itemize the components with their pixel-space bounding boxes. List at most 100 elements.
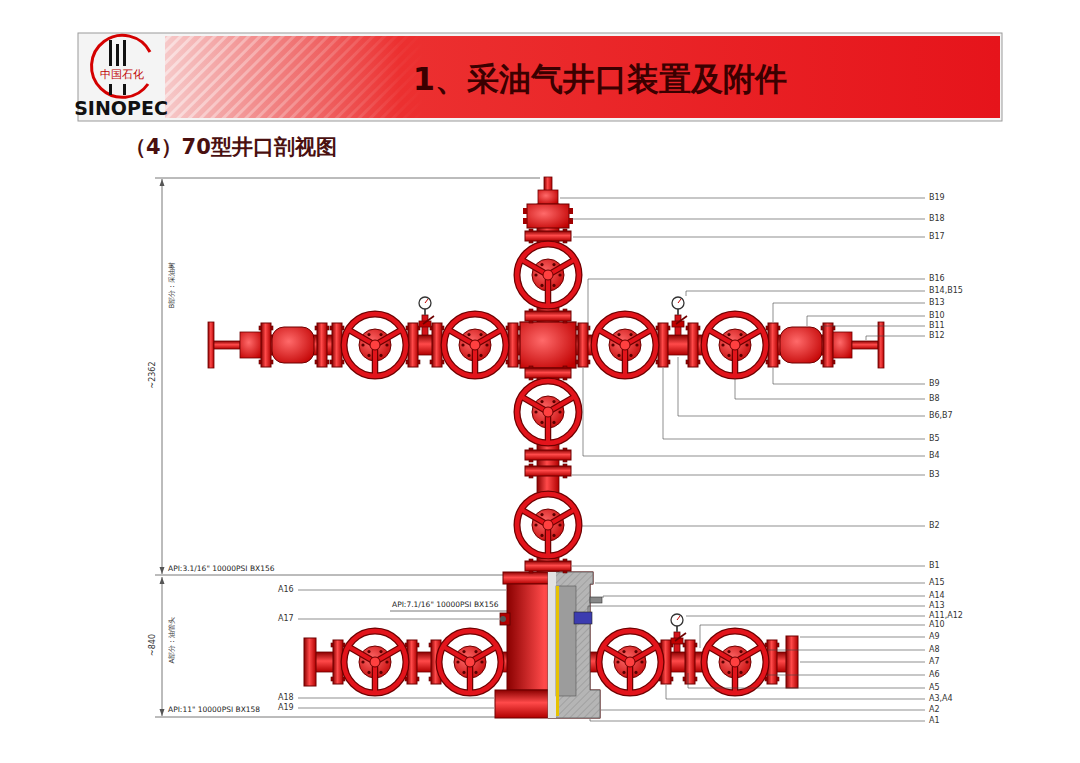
gate-valve <box>704 631 766 693</box>
flange-spec: API:7.1/16" 10000PSI BX156 <box>391 601 500 609</box>
leader-line <box>601 710 925 711</box>
cross-body <box>520 322 576 368</box>
callout-number: B12 <box>929 332 945 340</box>
callout-number: B16 <box>929 275 945 283</box>
tubing-head <box>500 613 510 625</box>
leader-line <box>686 616 925 617</box>
tree-cap <box>523 218 527 224</box>
gate-valve <box>517 381 579 443</box>
callout-number: A6 <box>929 671 940 679</box>
dimension: ~840 <box>149 634 157 656</box>
leader-line <box>800 637 925 638</box>
callout-number: B14,B15 <box>929 287 963 295</box>
gate-valve <box>517 494 579 556</box>
dimension-arrow <box>160 709 165 716</box>
dimension-arrow <box>160 567 165 574</box>
gate-valve <box>594 314 656 376</box>
callout-number: B13 <box>929 299 945 307</box>
wing-end <box>240 332 262 358</box>
leader-line <box>573 237 925 238</box>
leader-line <box>583 368 925 456</box>
leader-line <box>773 303 925 322</box>
flange <box>259 323 273 367</box>
tree-cap <box>523 177 573 228</box>
gate-valve <box>444 314 506 376</box>
callout-number: A14 <box>929 592 945 600</box>
leader-line <box>663 368 925 439</box>
flange <box>525 559 571 573</box>
callout-number: B3 <box>929 471 940 479</box>
callout-number: A15 <box>929 579 945 587</box>
cross-section <box>556 586 559 716</box>
callout-number: B17 <box>929 233 945 241</box>
pressure-gauge <box>671 614 686 652</box>
section-name: B部分：采油树 <box>169 262 176 309</box>
leader-line <box>800 662 925 663</box>
callout-number: B5 <box>929 435 940 443</box>
callout-number: A1 <box>929 717 940 725</box>
gate-valve <box>344 631 406 693</box>
cross-section <box>548 572 556 718</box>
cross-section <box>548 572 600 718</box>
leader-line <box>571 219 925 220</box>
logo-mark <box>92 35 150 97</box>
dimension-line <box>155 178 540 717</box>
leader-line <box>767 675 925 676</box>
leader-line <box>595 583 925 584</box>
pressure-gauge <box>419 297 687 652</box>
header-band <box>165 36 1000 118</box>
flange <box>259 229 835 688</box>
leader-line <box>590 719 925 721</box>
leader-line <box>735 378 925 399</box>
callout-number: A10 <box>929 621 945 629</box>
logo-mark <box>109 84 112 95</box>
flange <box>683 640 697 684</box>
leader-line <box>678 357 925 416</box>
wing-end <box>852 341 878 349</box>
callout-number: A8 <box>929 646 940 654</box>
callout-number: B10 <box>929 312 945 320</box>
tree-cap <box>523 208 527 214</box>
leader-line <box>298 698 494 699</box>
tree-cap <box>569 208 573 214</box>
gate-valve <box>344 314 406 376</box>
leader-line <box>298 708 494 709</box>
flange <box>525 464 571 478</box>
leader-line <box>298 619 499 620</box>
leader-line <box>560 198 925 199</box>
leader-line <box>582 526 925 527</box>
callout-number: B8 <box>929 395 940 403</box>
flange-spec: API:11" 10000PSI BX158 <box>167 706 261 714</box>
flange <box>525 448 571 462</box>
leader-line <box>686 291 925 296</box>
callout-number: A13 <box>929 602 945 610</box>
wing-end <box>780 327 822 363</box>
gate-valve <box>599 631 661 693</box>
callout-number: A16 <box>278 586 294 594</box>
leader-line <box>298 590 506 591</box>
leader-line <box>866 336 925 340</box>
flange <box>525 309 571 323</box>
dimension: ~2362 <box>149 361 157 388</box>
callout-number: B2 <box>929 522 940 530</box>
wing-end <box>208 322 884 368</box>
logo-mark <box>116 44 119 66</box>
leader-line <box>688 673 925 688</box>
pressure-gauge <box>419 297 434 335</box>
dimension-line <box>162 577 163 716</box>
leader-line <box>588 606 925 612</box>
logo-mark <box>123 40 126 66</box>
wing-end <box>214 341 240 349</box>
header-band <box>165 36 425 118</box>
flange <box>304 638 316 686</box>
dimension-arrow <box>160 179 165 186</box>
leader-line <box>572 475 925 476</box>
dimension-line <box>162 179 163 574</box>
dimension-arrow <box>160 577 165 584</box>
wing-end <box>832 332 852 358</box>
tubing-head <box>500 616 506 622</box>
title-text: 1、采油气井口装置及附件 <box>413 63 787 95</box>
callout-number: A17 <box>278 615 294 623</box>
logo-mark <box>109 40 112 66</box>
tree-cap <box>544 177 552 191</box>
